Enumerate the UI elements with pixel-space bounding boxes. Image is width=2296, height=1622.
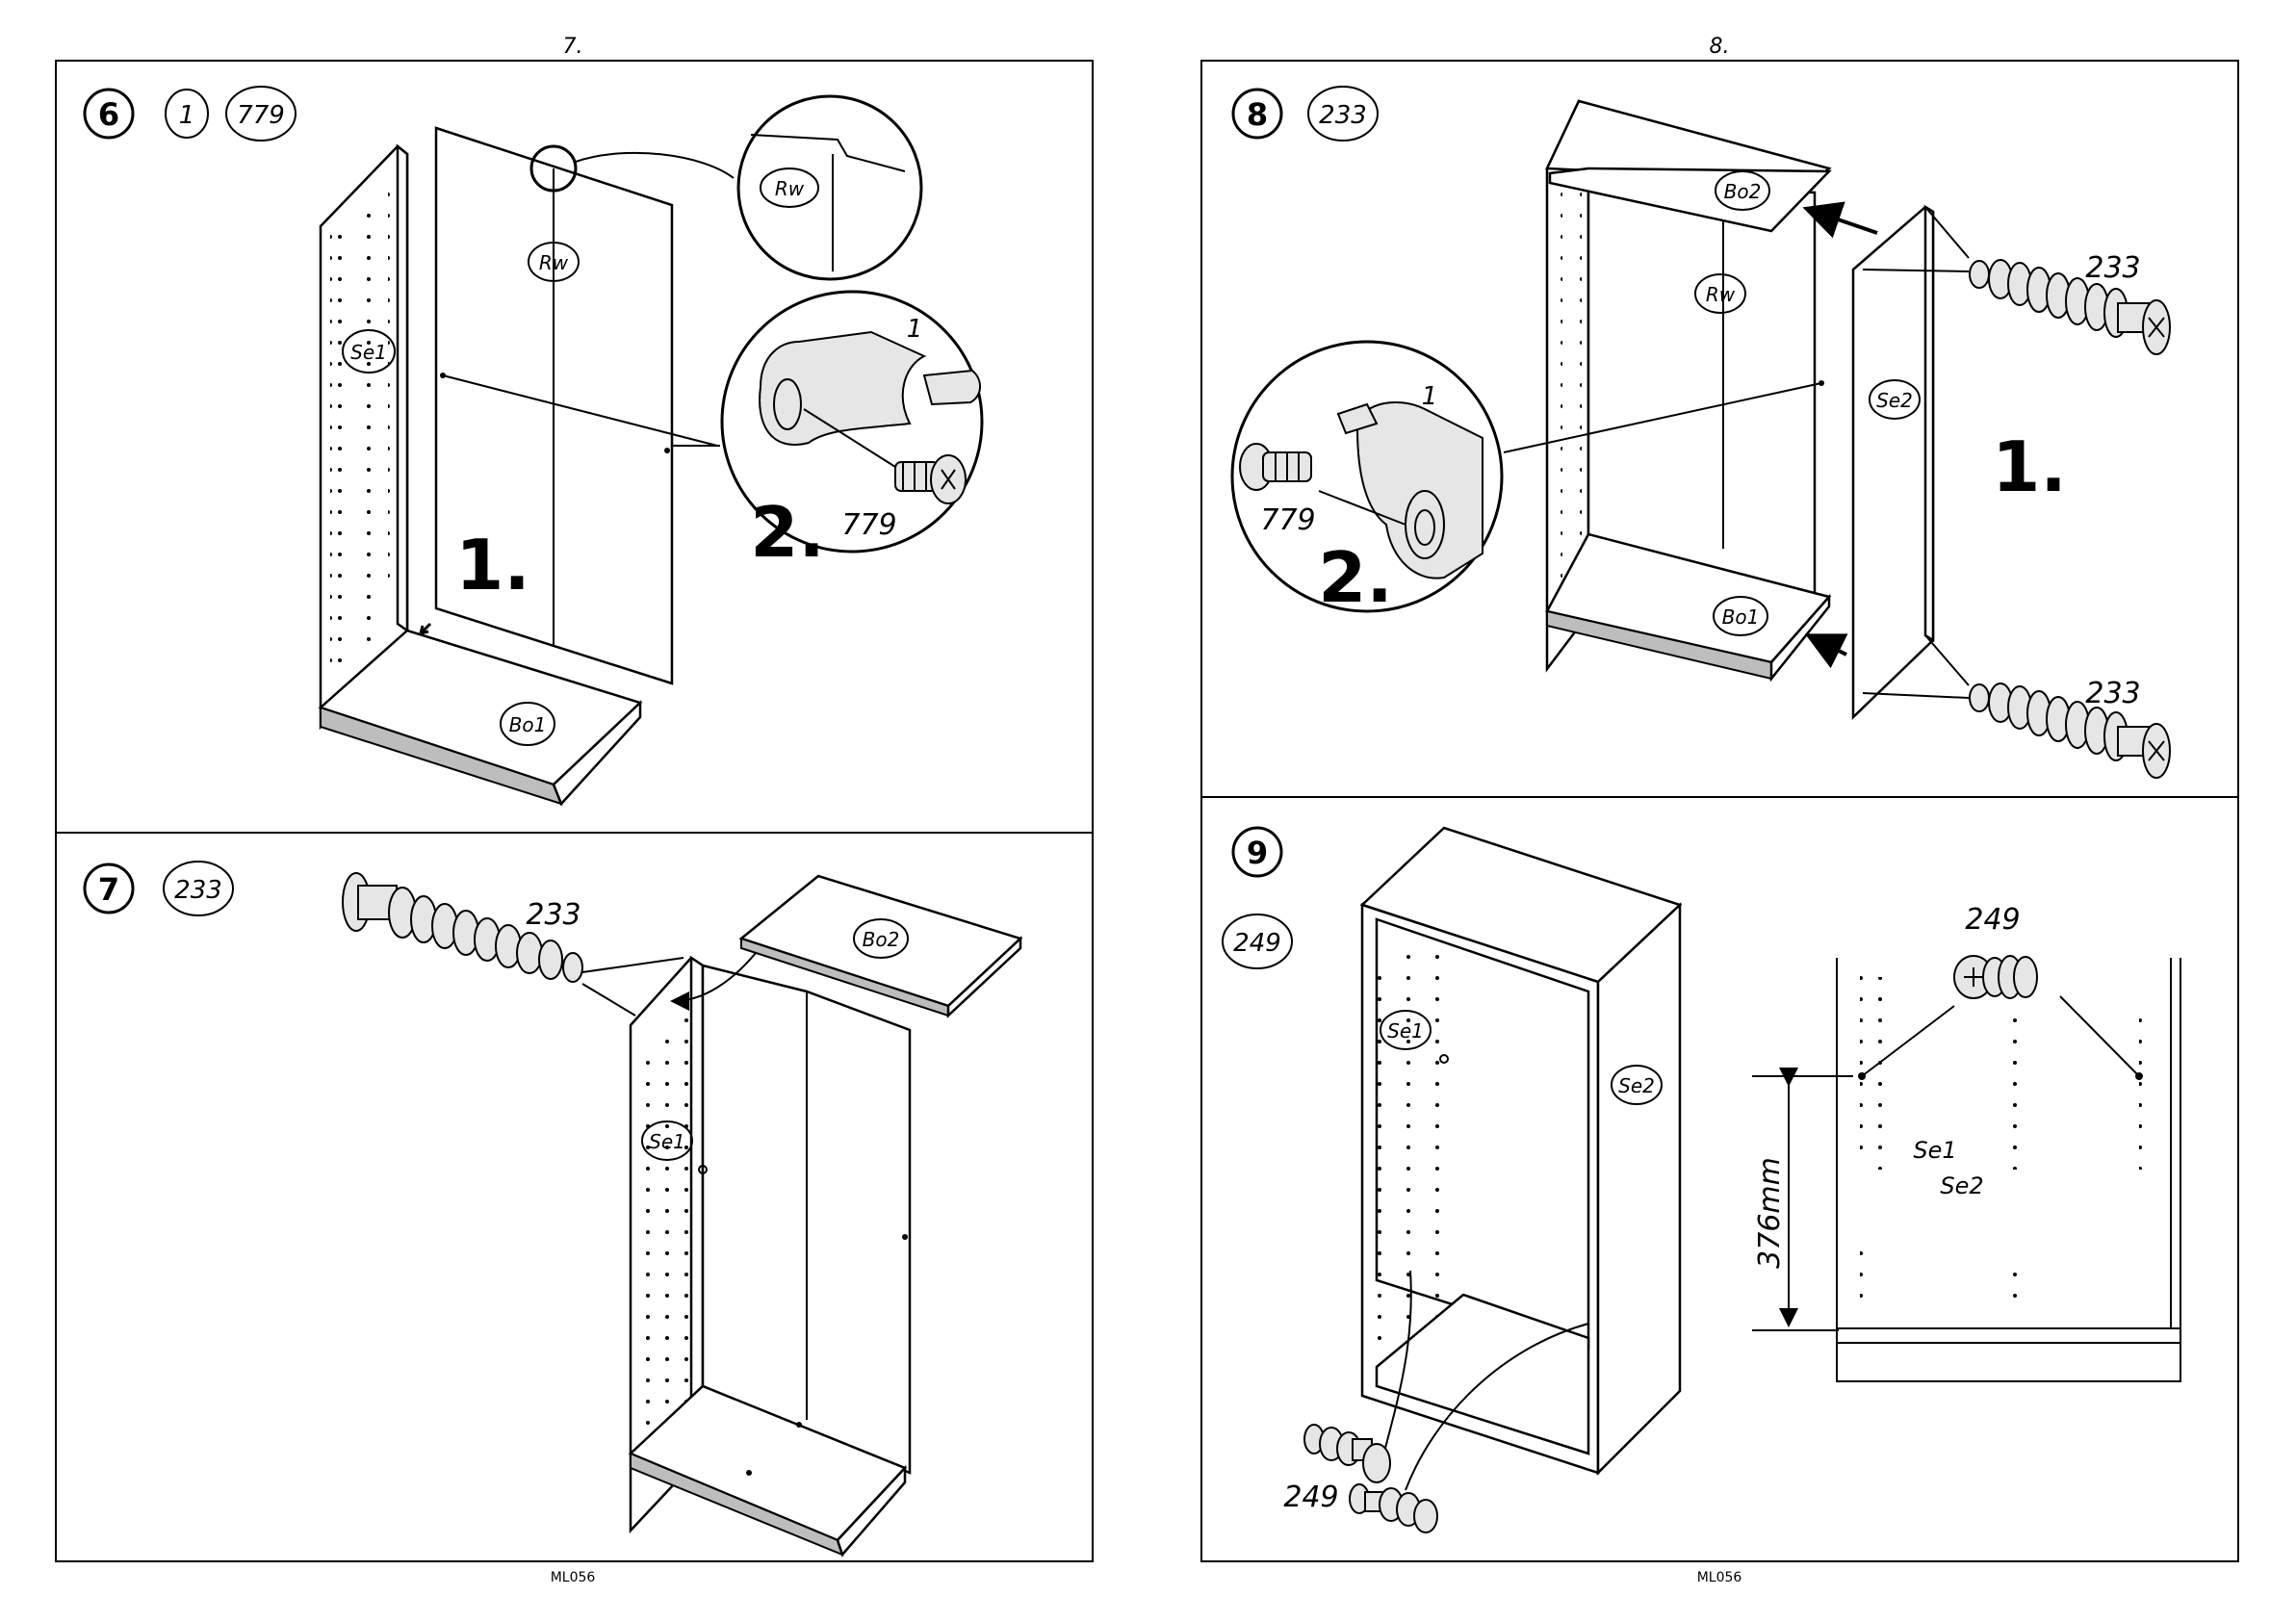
footer-code-right: ML056 <box>1697 1570 1742 1585</box>
step-7-number: 7 <box>98 871 119 908</box>
hole-row <box>2010 1006 2018 1170</box>
part-233-label: 233 <box>1319 101 1367 130</box>
hole-row <box>330 226 342 669</box>
substep-1-label: 1. <box>1992 426 2066 507</box>
hole-row <box>1574 159 1582 573</box>
se1-label: Se1 <box>1387 1019 1424 1043</box>
screw-779 <box>1240 444 1311 490</box>
step-7-header: 7 233 <box>85 862 233 915</box>
step-7-drawing: 233 Bo2 Se1 <box>343 873 1020 1555</box>
step-8-header: 8 233 <box>1233 87 1378 141</box>
step-6-number: 6 <box>98 96 119 133</box>
dowel-part-label: 233 <box>526 898 580 932</box>
hole-row <box>388 183 396 587</box>
rw-label: Rw <box>539 251 569 274</box>
zoom-rw-label: Rw <box>775 177 805 200</box>
panel-se2-label: Se2 <box>1940 1172 1983 1199</box>
se1-label: Se1 <box>649 1130 685 1153</box>
hole-row <box>2139 1006 2147 1170</box>
page-number-left: 7. <box>563 35 583 59</box>
pin-249-b <box>1350 1484 1437 1532</box>
step-8-drawing: Bo2 Rw Bo1 Se2 1. <box>1232 101 2170 778</box>
screw-part-label: 779 <box>841 508 896 542</box>
se1-label: Se1 <box>350 341 387 364</box>
hole-row <box>1877 977 1885 1170</box>
screw-part-label: 779 <box>1260 503 1315 537</box>
step-6-header: 6 1 779 <box>85 87 296 141</box>
hole-row <box>1401 948 1410 1333</box>
hole-row <box>1860 1242 1868 1309</box>
bo2-label: Bo2 <box>863 928 900 951</box>
hole-row <box>2010 1261 2018 1300</box>
zoom-circle-rw <box>738 96 921 279</box>
dowel-top-label: 233 <box>2085 251 2140 285</box>
part-249-label: 249 <box>1233 929 1281 958</box>
hole-row <box>682 1011 689 1415</box>
bo1-label: Bo1 <box>509 713 547 736</box>
step-9-number: 9 <box>1247 835 1268 871</box>
panel-se1-label: Se1 <box>1913 1137 1956 1164</box>
cam-part-label: 1 <box>1422 382 1438 411</box>
part-233-label: 233 <box>174 876 222 905</box>
substep-2-label: 2. <box>1318 537 1392 618</box>
hole-row <box>1434 939 1442 1324</box>
bo2-label: Bo2 <box>1724 180 1762 203</box>
bo1-label: Bo1 <box>1722 605 1760 629</box>
hole-row <box>1860 967 1868 1160</box>
se2-label: Se2 <box>1876 389 1913 412</box>
se2-label: Se2 <box>1618 1074 1655 1097</box>
hole-row <box>664 1030 674 1444</box>
step-6-drawing: Rw Rw Se1 Bo1 1. 1 779 2. <box>321 96 982 804</box>
substep-2-label: 2. <box>750 492 824 573</box>
part-1-label: 1 <box>179 101 195 130</box>
step-9-header: 9 249 <box>1223 828 1292 968</box>
step-8-number: 8 <box>1247 96 1268 133</box>
dimension-label: 376mm <box>1753 1157 1787 1269</box>
hole-row <box>640 1049 650 1463</box>
hole-row <box>1372 967 1381 1352</box>
substep-1-label: 1. <box>455 525 529 605</box>
pin-249-detail <box>1954 956 2037 998</box>
arrow-top <box>1810 210 1877 233</box>
rw-label: Rw <box>1706 283 1736 306</box>
cam-part-label: 1 <box>907 315 923 344</box>
pin-top-label: 249 <box>1965 903 2020 937</box>
side-panel-se2 <box>1853 207 1933 717</box>
page-number-right: 8. <box>1710 35 1730 59</box>
footer-code-left: ML056 <box>551 1570 596 1585</box>
step-9-drawing: Se1 Se2 249 <box>1283 828 2180 1532</box>
screw-779 <box>895 455 966 503</box>
hole-row <box>1555 178 1562 592</box>
hole-row <box>362 202 374 645</box>
arrow-bottom <box>1812 637 1846 655</box>
pin-bottom-label: 249 <box>1283 1480 1338 1514</box>
dowel-bottom-label: 233 <box>2085 677 2140 710</box>
pin-249-a <box>1304 1425 1390 1482</box>
cabinet-side-se2 <box>1598 905 1680 1473</box>
part-779-label: 779 <box>237 101 285 130</box>
